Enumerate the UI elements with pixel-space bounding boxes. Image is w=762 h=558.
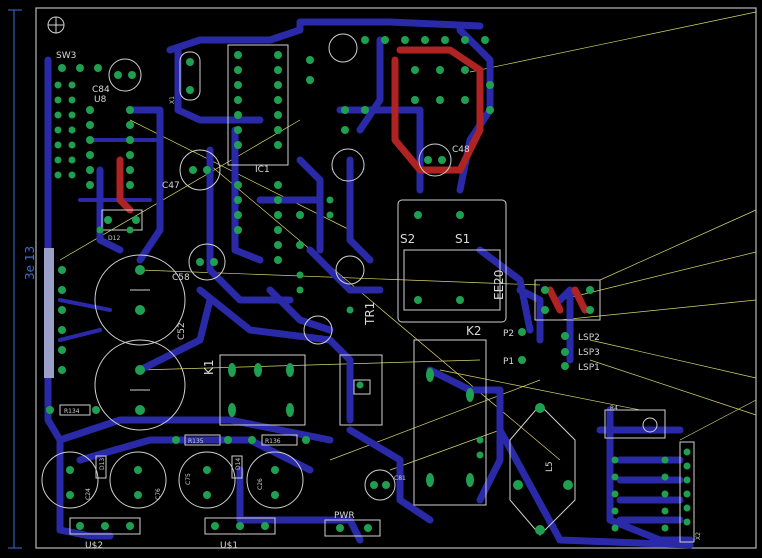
lower-big-capacitor[interactable] <box>94 339 186 431</box>
d12-diode[interactable]: D12 <box>101 209 143 242</box>
k1-relay[interactable]: K1 <box>202 354 306 426</box>
x1-crystal[interactable]: X1 <box>169 51 201 104</box>
sw3-footprint[interactable]: SW3 <box>56 51 102 72</box>
dip-lower[interactable] <box>234 181 304 264</box>
r135-resistor[interactable]: R135 <box>172 434 232 446</box>
c24-label: C24 <box>85 488 92 500</box>
tr1-transformer[interactable]: S2 S1 TR1 EE20 <box>363 199 507 326</box>
d13-label: D13 <box>99 458 106 470</box>
k2-label: K2 <box>466 324 482 338</box>
c76-label: C76 <box>155 488 162 500</box>
l5-label: L5 <box>545 461 555 472</box>
r4-label: R4 <box>610 405 618 412</box>
pwr-connector[interactable]: PWR <box>324 511 381 537</box>
top-right-cluster <box>306 36 494 134</box>
u8-footprint[interactable]: U8 <box>86 95 134 189</box>
c58-capacitor[interactable]: C58 <box>172 243 226 283</box>
p1-label: P1 <box>503 357 514 367</box>
s1-label: S1 <box>455 232 470 246</box>
d13-diode[interactable]: D13 <box>95 455 107 479</box>
x2-header[interactable]: X2 <box>679 441 702 543</box>
c26-label: C26 <box>257 478 264 490</box>
u8-label: U8 <box>94 95 107 105</box>
lsp3-label: LSP3 <box>578 348 600 358</box>
c81-label: C81 <box>394 475 406 482</box>
c75-label: C75 <box>185 473 192 485</box>
dimension-label: 3e 13 <box>23 246 37 280</box>
s2-label: S2 <box>400 232 415 246</box>
c52-label: C52 <box>177 322 187 340</box>
sw3-label: SW3 <box>56 51 76 61</box>
origin-crosshair-icon <box>47 16 65 34</box>
board-outline <box>35 7 757 549</box>
c75-capacitor[interactable]: C75 <box>178 451 236 509</box>
top-traces <box>44 18 694 549</box>
c58-label: C58 <box>172 273 190 283</box>
ic1-label: IC1 <box>255 165 270 175</box>
c81-capacitor[interactable]: C81 <box>364 469 406 501</box>
u11-label: U$1 <box>220 541 238 551</box>
dimension-marker: 3e 13 <box>8 9 37 549</box>
small-relay-block <box>339 354 383 426</box>
left-edge-connector[interactable] <box>44 248 66 378</box>
r4-resistor[interactable]: R4 <box>604 405 666 439</box>
c47-label: C47 <box>162 181 180 191</box>
c48-label: C48 <box>452 145 470 155</box>
c47-capacitor[interactable]: C47 <box>162 149 221 191</box>
c26-capacitor[interactable]: C26 <box>246 451 304 509</box>
k1-label: K1 <box>202 359 216 375</box>
ic1-footprint[interactable]: IC1 <box>227 44 289 175</box>
right-resistor-bank <box>611 456 669 532</box>
p2-pad[interactable]: P2 <box>503 328 526 339</box>
x1-label: X1 <box>169 96 176 104</box>
c52-capacitor[interactable]: C52 <box>94 254 187 346</box>
d14-diode[interactable]: D14 <box>231 455 243 479</box>
u1-regulator[interactable]: U$1 <box>204 517 276 551</box>
d14-label: D14 <box>235 458 242 470</box>
r136-resistor[interactable]: R136 <box>248 434 310 446</box>
c84-capacitor[interactable]: C84 <box>92 58 142 95</box>
r134-label: R134 <box>64 408 80 415</box>
lsp1-label: LSP1 <box>578 363 600 373</box>
r135-label: R135 <box>188 438 204 445</box>
k2-relay[interactable]: K2 <box>413 324 487 506</box>
lsp-connectors[interactable]: LSP2 LSP3 LSP1 <box>534 279 601 373</box>
lsp2-label: LSP2 <box>578 333 600 343</box>
p1-pad[interactable]: P1 <box>503 356 526 367</box>
c48-capacitor[interactable]: C48 <box>418 143 470 177</box>
c84-label: C84 <box>92 85 110 95</box>
u12-label: U$2 <box>85 541 103 551</box>
pwr-label: PWR <box>334 511 355 521</box>
ee20-label: EE20 <box>492 270 506 300</box>
r136-label: R136 <box>265 438 281 445</box>
u2-regulator[interactable]: U$2 <box>69 517 141 551</box>
r134-resistor[interactable]: R134 <box>46 404 100 416</box>
x2-label: X2 <box>695 532 702 540</box>
p2-label: P2 <box>503 329 514 339</box>
tr1-label: TR1 <box>363 302 377 326</box>
misc-vias <box>96 196 484 459</box>
c24-capacitor[interactable]: C24 <box>41 451 99 509</box>
top-capacitor-group <box>303 33 365 345</box>
bottom-traces <box>116 46 589 314</box>
c76-capacitor[interactable]: C76 <box>109 451 167 509</box>
left-resistor-stack <box>54 81 76 179</box>
d12-label: D12 <box>108 235 120 242</box>
l5-inductor[interactable]: L5 <box>509 403 576 536</box>
